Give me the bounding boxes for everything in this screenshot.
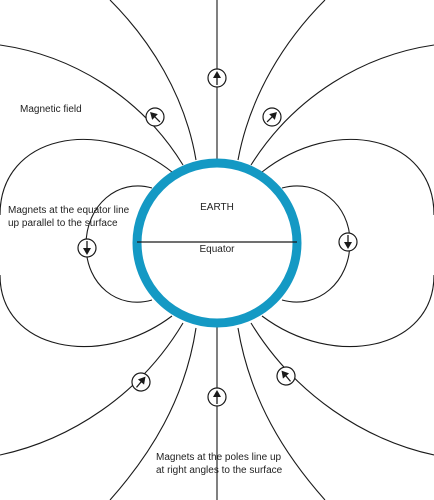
poles-magnets-note: Magnets at the poles line up at right an…: [156, 452, 283, 476]
compass-needle-icon: [207, 387, 227, 407]
equator-label: Equator: [199, 244, 235, 255]
compass-needle-icon: [77, 238, 97, 258]
compass-needle-icon: [338, 232, 358, 252]
field-loop-right-outer-top: [261, 139, 434, 216]
magnetic-field-label: Magnetic field: [20, 104, 82, 115]
field-line-bottom-right-1: [237, 327, 326, 500]
compass-needle-icon: [145, 107, 165, 127]
field-line-top-right-1: [237, 0, 326, 161]
field-loop-left-outer-top: [0, 139, 173, 216]
field-line-top-right-2: [250, 44, 434, 166]
compass-needle-icon: [131, 372, 151, 392]
field-line-top-left-1: [109, 0, 197, 161]
earth-label: EARTH: [200, 202, 234, 213]
compass-needle-icon: [207, 68, 227, 88]
earth-circle: [132, 158, 302, 328]
compass-needle-icon: [276, 366, 296, 386]
equator-magnets-note: Magnets at the equator line up parallel …: [8, 205, 130, 229]
compass-needle-icon: [262, 107, 282, 127]
field-loop-left-outer-bottom: [0, 274, 173, 347]
field-line-bottom-left-2: [0, 322, 184, 456]
field-line-bottom-left-1: [109, 327, 197, 500]
field-line-top-left-2: [0, 44, 184, 166]
field-line-bottom-right-2: [250, 322, 434, 456]
field-loop-right-outer-bottom: [261, 274, 434, 347]
